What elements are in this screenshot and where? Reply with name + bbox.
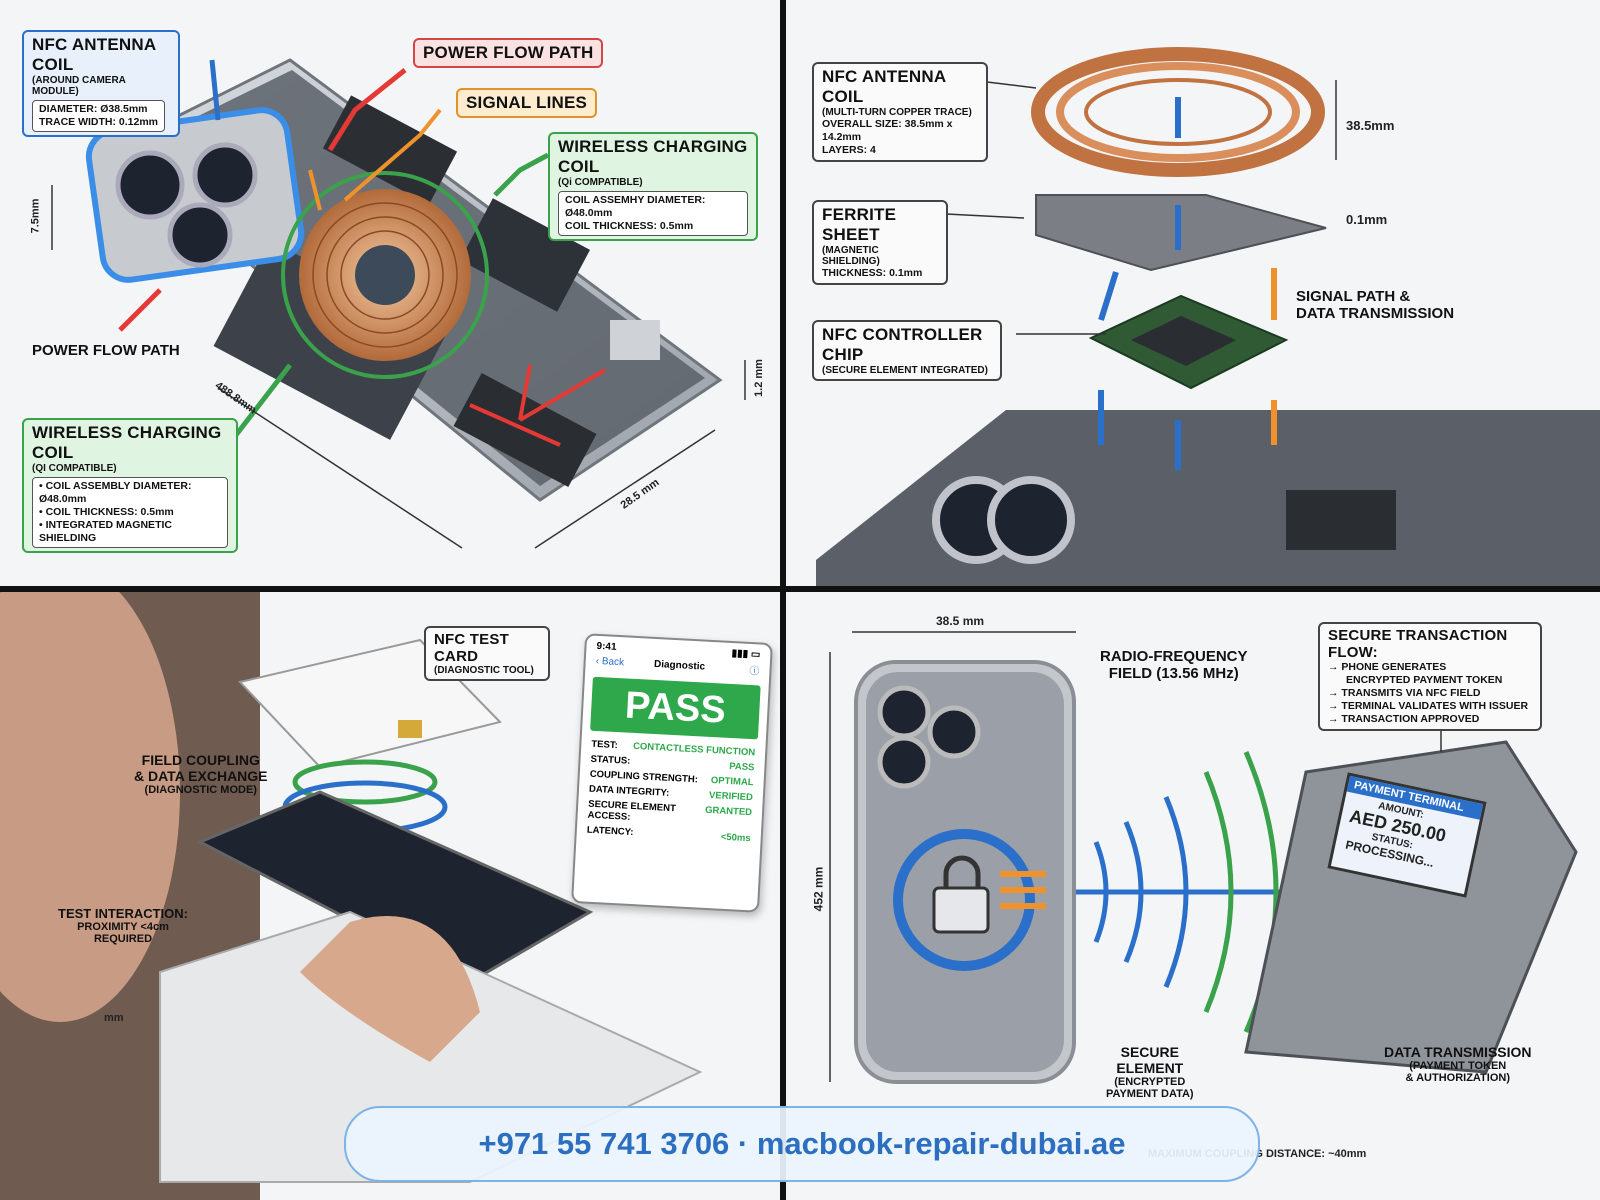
contact-banner[interactable]: +971 55 741 3706 · macbook-repair-dubai.… xyxy=(344,1106,1260,1182)
panel-phone-internals: NFC ANTENNA COIL (AROUND CAMERA MODULE) … xyxy=(0,0,780,586)
nfc-coil-spec: DIAMETER: Ø38.5mm xyxy=(39,103,148,115)
signal-path-label: SIGNAL PATH & DATA TRANSMISSION xyxy=(1296,288,1455,322)
signal-lines-label: SIGNAL LINES xyxy=(456,88,598,118)
screen-title: Diagnostic xyxy=(653,658,706,673)
contact-text: +971 55 741 3706 · macbook-repair-dubai.… xyxy=(478,1126,1126,1161)
dim-mm: mm xyxy=(104,1012,124,1024)
diagnostic-row-key: STATUS: xyxy=(590,753,631,767)
vertical-divider xyxy=(780,0,786,1200)
nfc-stack-illustration xyxy=(816,47,1600,586)
status-time: 9:41 xyxy=(596,640,617,653)
wireless-charging-coil-top-label: WIRELESS CHARGING COIL (Qi COMPATIBLE) C… xyxy=(548,132,758,241)
nfc-antenna-coil-stack-label: NFC ANTENNA COIL (MULTI-TURN COPPER TRAC… xyxy=(812,62,988,162)
secure-element-label: SECURE ELEMENT (ENCRYPTED PAYMENT DATA) xyxy=(1106,1044,1194,1100)
pass-badge: PASS xyxy=(590,676,761,740)
diagnostic-row-value: PASS xyxy=(728,760,755,774)
diagnostic-screen: 9:41 ▮▮▮ ▭ ‹ Back Diagnostic ⓘ PASS TEST… xyxy=(571,633,773,913)
payment-flow-illustration xyxy=(829,631,1578,1084)
dim-thickness: 1.2 mm xyxy=(752,359,765,397)
nfc-coil-title: NFC ANTENNA COIL xyxy=(32,35,156,74)
dim-sheet-thickness: 0.1mm xyxy=(1346,212,1388,227)
signal-battery-icon: ▮▮▮ ▭ xyxy=(731,647,761,661)
nfc-controller-chip-label: NFC CONTROLLER CHIP (SECURE ELEMENT INTE… xyxy=(812,320,1002,381)
wireless-charging-coil-bottom-label: WIRELESS CHARGING COIL (QI COMPATIBLE) •… xyxy=(22,418,238,553)
panel-nfc-stack: NFC ANTENNA COIL (MULTI-TURN COPPER TRAC… xyxy=(786,0,1600,586)
diagnostic-row-key: LATENCY: xyxy=(586,824,634,839)
nfc-test-card-label: NFC TEST CARD (DIAGNOSTIC TOOL) xyxy=(424,626,550,681)
nfc-coil-spec: TRACE WIDTH: 0.12mm xyxy=(39,116,159,128)
field-coupling-label: FIELD COUPLING & DATA EXCHANGE (DIAGNOST… xyxy=(134,752,268,796)
ferrite-sheet-label: FERRITE SHEET (MAGNETIC SHIELDING) THICK… xyxy=(812,200,948,285)
diagnostic-row-value: OPTIMAL xyxy=(710,775,754,789)
dim-coil-size: 38.5mm xyxy=(1346,118,1395,133)
test-interaction-label: TEST INTERACTION: PROXIMITY <4cm REQUIRE… xyxy=(58,906,188,945)
diagnostic-row-value: GRANTED xyxy=(704,804,753,819)
nfc-coil-subtitle: (AROUND CAMERA MODULE) xyxy=(32,75,126,97)
diagnostic-row-value: <50ms xyxy=(720,831,751,845)
secure-transaction-flow-box: SECURE TRANSACTION FLOW: → PHONE GENERAT… xyxy=(1318,622,1542,731)
horizontal-divider xyxy=(0,586,1600,592)
info-icon[interactable]: ⓘ xyxy=(749,665,760,678)
dim-height: 7.5mm xyxy=(29,198,42,234)
power-flow-top-label: POWER FLOW PATH xyxy=(413,38,604,68)
dim-phone-width: 38.5 mm xyxy=(936,614,985,628)
dim-phone-height: 452 mm xyxy=(811,866,826,912)
diagnostic-row-key: TEST: xyxy=(591,738,619,752)
rf-field-label: RADIO-FREQUENCY FIELD (13.56 MHz) xyxy=(1100,648,1248,682)
phone-internals-illustration xyxy=(51,58,746,549)
power-flow-left-label: POWER FLOW PATH xyxy=(32,342,180,359)
data-transmission-label: DATA TRANSMISSION (PAYMENT TOKEN & AUTHO… xyxy=(1384,1044,1532,1084)
nfc-antenna-coil-label: NFC ANTENNA COIL (AROUND CAMERA MODULE) … xyxy=(22,30,180,137)
diagnostic-row-value: VERIFIED xyxy=(708,789,754,804)
back-button[interactable]: ‹ Back xyxy=(595,655,625,669)
diagnostic-row-key: SECURE ELEMENT ACCESS: xyxy=(587,798,677,823)
